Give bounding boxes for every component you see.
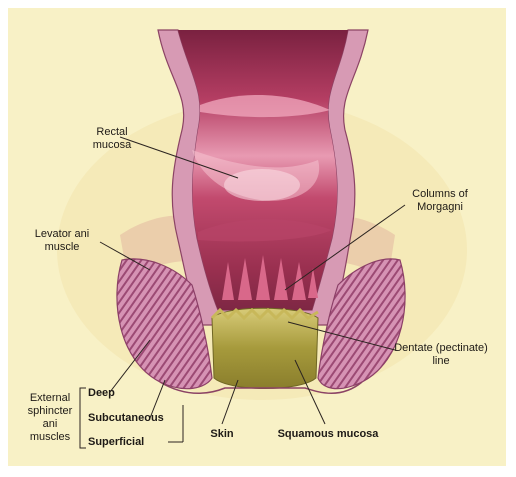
columns-of-morgagni-label-line2: Morgagni bbox=[395, 201, 485, 214]
mucosal-highlight bbox=[224, 169, 300, 201]
dentate-line-label: Dentate (pectinate) line bbox=[385, 342, 497, 368]
levator-ani-label-line2: muscle bbox=[22, 241, 102, 254]
columns-of-morgagni-label: Columns of Morgagni bbox=[395, 188, 485, 214]
rectal-mucosa-label: Rectal mucosa bbox=[80, 126, 144, 152]
levator-ani-label: Levator ani muscle bbox=[22, 228, 102, 254]
skin-label: Skin bbox=[200, 428, 244, 441]
external-sphincter-label-line1: External bbox=[22, 392, 78, 405]
superficial-label: Superficial bbox=[88, 436, 144, 449]
external-sphincter-label: External sphincter ani muscles bbox=[22, 392, 78, 444]
subcutaneous-label: Subcutaneous bbox=[88, 412, 164, 425]
levator-ani-label-line1: Levator ani bbox=[22, 228, 102, 241]
dentate-line-label-line1: Dentate (pectinate) bbox=[385, 342, 497, 355]
anal-canal bbox=[212, 308, 318, 388]
columns-of-morgagni-label-line1: Columns of bbox=[395, 188, 485, 201]
rectal-mucosa-label-line2: mucosa bbox=[80, 139, 144, 152]
deep-label: Deep bbox=[88, 387, 115, 400]
external-sphincter-label-line3: ani bbox=[22, 418, 78, 431]
rectal-mucosa-label-line1: Rectal bbox=[80, 126, 144, 139]
external-sphincter-label-line2: sphincter bbox=[22, 405, 78, 418]
external-sphincter-label-line4: muscles bbox=[22, 431, 78, 444]
squamous-mucosa-label: Squamous mucosa bbox=[268, 428, 388, 441]
dentate-line-label-line2: line bbox=[385, 355, 497, 368]
